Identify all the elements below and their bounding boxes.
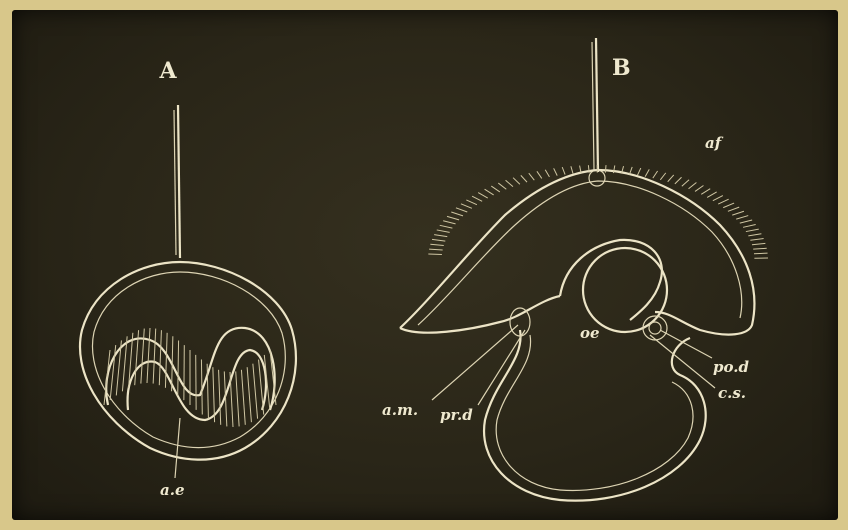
cilium-line [529,173,535,180]
stomach-ring [583,248,667,332]
cilium-line [456,208,467,212]
figure-b: B af oe a.m. pr.d po.d c.s. [382,38,768,501]
pointer-pod [660,330,712,358]
cilium-line [513,178,520,185]
striation-line [253,364,258,419]
cilium-line [498,183,506,189]
striation-line [159,330,161,385]
stalk-a [178,105,180,258]
striation-line [165,333,167,388]
striation-line [110,345,116,400]
cilium-line [451,212,463,216]
figure-a: A a.e [80,58,296,499]
coelom-sac-inner [649,322,661,334]
cilium-line [675,177,682,184]
label-af: af [705,134,724,152]
cilium-line [440,225,453,228]
stalk-b [596,38,598,172]
cilium-line [637,168,640,175]
cilium-line [660,173,665,180]
hood-outline-b [400,170,754,335]
striation-line [219,370,221,425]
heading-b: B [612,55,631,81]
cilium-line [645,169,649,176]
stalk-b-inner [592,42,594,170]
striation-line [147,328,150,383]
cilium-line [748,234,761,236]
heading-a: A [158,58,177,84]
cilium-line [429,249,443,250]
oesophagus-b [560,240,662,320]
cilium-line [437,230,450,232]
hood-underside-b [400,296,560,333]
striation-line [153,329,156,384]
cilia-b [428,165,768,258]
striation-line [201,360,202,415]
cilium-line [562,167,565,174]
cilium-line [732,211,744,215]
striation-line [236,371,239,426]
lower-sac-b [484,330,706,501]
cilium-line [695,185,703,191]
cilium-line [491,186,500,192]
cilium-line [485,189,494,195]
cilium-line [728,207,739,211]
cilium-line [753,248,766,249]
striation-line [172,336,173,391]
label-pod: po.d [713,358,749,376]
cilium-line [466,200,477,205]
cilium-line [506,180,513,186]
cilium-line [718,199,728,204]
cilium-line [478,193,488,198]
striation-line [213,367,215,422]
body-inner-a [92,272,285,448]
cilium-line [752,243,765,244]
cilium-line [653,171,658,178]
cilium-line [461,204,472,208]
cilium-line [723,203,734,208]
label-ae: a.e [160,481,185,499]
cilium-line [682,180,689,186]
pointer-prd [478,330,525,405]
cilium-line [545,170,549,177]
lower-sac-inner-b [496,335,693,490]
cilium-line [537,171,542,178]
cilium-line [472,196,482,201]
label-prd: pr.d [440,406,473,424]
cilium-line [701,189,710,195]
cilium-line [754,253,768,254]
cilium-line [447,216,459,219]
striation-line [247,367,251,422]
cilium-line [571,166,573,174]
cilium-line [736,216,748,220]
stalk-a-inner [174,110,176,255]
cilium-line [689,183,697,189]
cilium-line [430,244,443,245]
cilium-line [605,165,606,173]
cilium-line [668,175,674,182]
cilium-line [750,239,763,241]
cilium-line [746,229,759,231]
cilium-line [740,220,752,223]
cilium-line [521,175,527,182]
pointer-ae [175,418,180,478]
cilium-line [554,168,558,175]
cilium-line [743,224,756,227]
cilium-line [713,196,723,201]
label-am: a.m. [382,401,418,419]
cilium-line [707,192,716,197]
striation-line [141,329,144,384]
cilium-line [432,239,445,241]
striation-line [241,370,245,425]
cilium-line [443,221,455,224]
cilium-line [434,235,447,237]
label-cs: c.s. [718,384,746,402]
striation-line [178,340,179,395]
striation-line [259,360,264,415]
label-oe: oe [580,324,600,342]
